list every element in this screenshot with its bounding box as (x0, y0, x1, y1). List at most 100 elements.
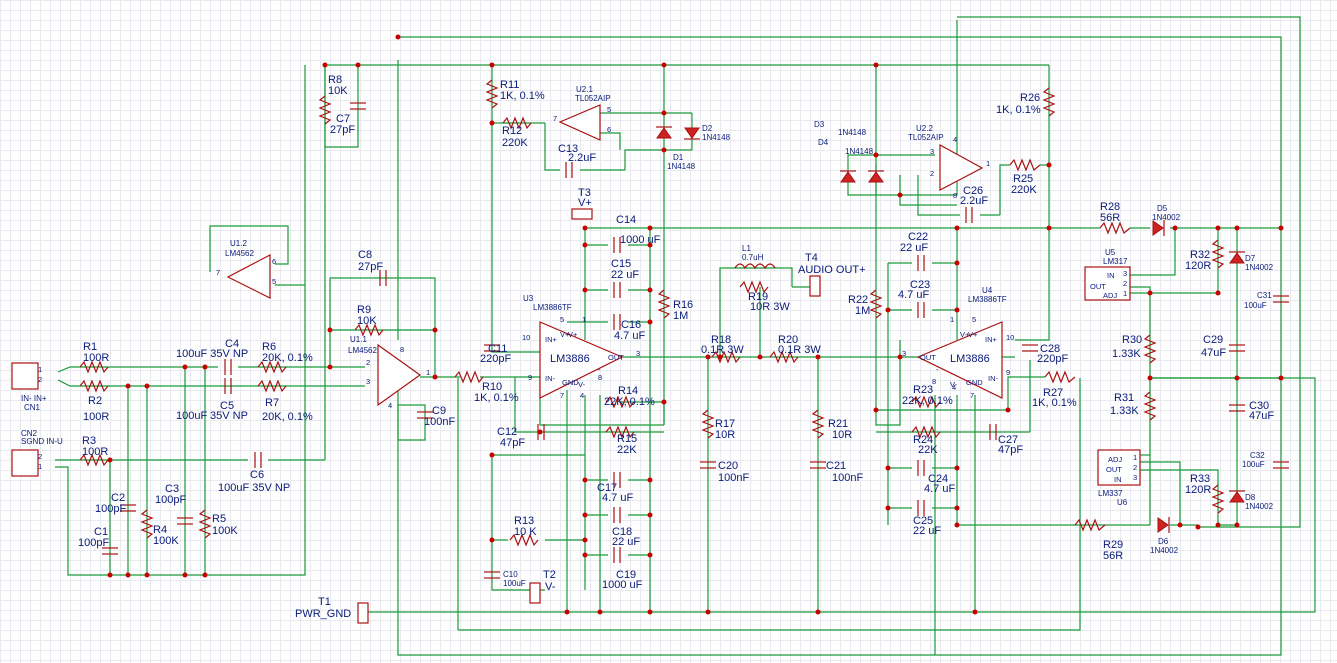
c10-label: C10 (503, 570, 518, 579)
d6-symbol (1157, 517, 1170, 533)
u3-symbol (539, 321, 624, 399)
r7-label: R7 (265, 397, 279, 409)
c23-symbol (917, 302, 925, 318)
c6-label: C6 (250, 469, 264, 481)
c11-value: 220pF (480, 353, 511, 365)
r14-symbol (605, 395, 635, 409)
r32-value: 120R (1185, 260, 1211, 272)
c5-value: 100uF (176, 410, 207, 422)
c2-label: C2 (111, 492, 125, 504)
d4-part: 1N4148 (845, 147, 874, 156)
c5-rating: 35V NP (210, 410, 248, 422)
u5-symbol (1084, 266, 1131, 301)
c19-label: C19 (616, 569, 636, 581)
c6-value: 100uF 35V NP (218, 482, 290, 494)
r9-symbol (354, 323, 384, 337)
u12-part: LM4562 (225, 249, 254, 258)
c29-symbol (1229, 344, 1245, 352)
junctions (107, 34, 1284, 615)
u22-pin-2: 2 (930, 169, 934, 178)
r18-symbol (711, 350, 741, 364)
r4-value: 100K (153, 535, 179, 547)
d1-label: D1 (673, 153, 684, 162)
r1-label: R1 (83, 341, 97, 353)
r28-label: R28 (1100, 201, 1120, 213)
r19-symbol (739, 280, 769, 294)
r20-value: 0.1R 3W (778, 344, 821, 356)
u11-symbol (377, 343, 422, 407)
c20-label: C20 (718, 460, 738, 472)
u3-out: OUT (608, 353, 624, 362)
r26-symbol (1042, 87, 1056, 117)
c32-label: C32 (1250, 451, 1265, 460)
u12-pin-6: 6 (272, 257, 276, 266)
u5-pin-2: 2 (1123, 279, 1127, 288)
u4-mute: - (936, 365, 939, 374)
u4-pin-8: 8 (932, 377, 936, 386)
r14-value: 22K, 0.1% (604, 396, 655, 408)
u4-pin-5: 5 (972, 315, 976, 324)
r13-symbol (509, 533, 539, 547)
u11-label: U1.1 (350, 335, 367, 344)
u21-label: U2.1 (576, 85, 593, 94)
c3-symbol (177, 517, 193, 525)
r17-label: R17 (715, 418, 735, 430)
c6-symbol (254, 452, 262, 468)
c22-value: 22 uF (900, 242, 928, 254)
c13-symbol (565, 162, 573, 178)
r12-value: 220K (502, 137, 528, 149)
r20-label: R20 (778, 334, 798, 346)
u22-part: TL052AIP (908, 133, 944, 142)
u3-pin-8: 8 (598, 373, 602, 382)
c22-label: C22 (908, 231, 928, 243)
d1-symbol (656, 126, 672, 139)
t1-symbol (357, 602, 369, 624)
cn1-pins: IN- IN+ (21, 394, 47, 403)
r18-value: 0.1R 3W (701, 344, 744, 356)
r12-label: R12 (502, 125, 522, 137)
cn1-pin-1: 1 (38, 365, 42, 374)
r5-value: 100K (212, 525, 238, 537)
r21-symbol (811, 409, 825, 439)
u22-label: U2.2 (916, 124, 933, 133)
c7-label: C7 (336, 113, 350, 125)
c15-value: 22 uF (611, 269, 639, 281)
c18-symbol (613, 507, 621, 523)
u3-pin-1: 1 (582, 315, 586, 324)
u4-pin-1: 1 (950, 315, 954, 324)
u11-pin-4: 4 (388, 401, 392, 410)
u21-pin-6: 6 (607, 125, 611, 134)
u11-pin-8: 8 (400, 345, 404, 354)
c14-label: C14 (616, 214, 636, 226)
c20-value: 100nF (718, 472, 749, 484)
c27-symbol (989, 424, 997, 440)
d5-label: D5 (1157, 204, 1168, 213)
c10-symbol (484, 571, 500, 579)
r19-value: 10R 3W (750, 301, 790, 313)
cn1-label: CN1 (24, 403, 41, 412)
u4-vplus: V+ (960, 330, 970, 339)
r11-value: 1K, 0.1% (500, 90, 545, 102)
u4-gnd: GND (966, 378, 983, 387)
c17-symbol (613, 472, 621, 488)
d5-symbol (1152, 220, 1165, 236)
c1-value: 100pF (78, 537, 109, 549)
c2-symbol (120, 504, 136, 512)
c18-label: C18 (612, 526, 632, 538)
u3-gnd: GND (562, 378, 579, 387)
l1-value: 0.7uH (742, 253, 764, 262)
r31-value: 1.33K (1110, 405, 1139, 417)
c21-symbol (810, 461, 826, 469)
cn1-connector (11, 362, 39, 390)
u12-symbol (226, 254, 271, 299)
r6-value: 20K, 0.1% (262, 352, 313, 364)
r5-label: R5 (212, 513, 226, 525)
u3-pin-3: 3 (636, 349, 640, 358)
r22-symbol (869, 289, 883, 319)
c24-label: C24 (928, 473, 948, 485)
u12-pin-5: 5 (272, 277, 276, 286)
r32-label: R32 (1190, 249, 1210, 261)
c23-value: 4.7 uF (898, 289, 929, 301)
t1-net: PWR_GND (295, 608, 351, 620)
cn2-connector (11, 449, 39, 477)
